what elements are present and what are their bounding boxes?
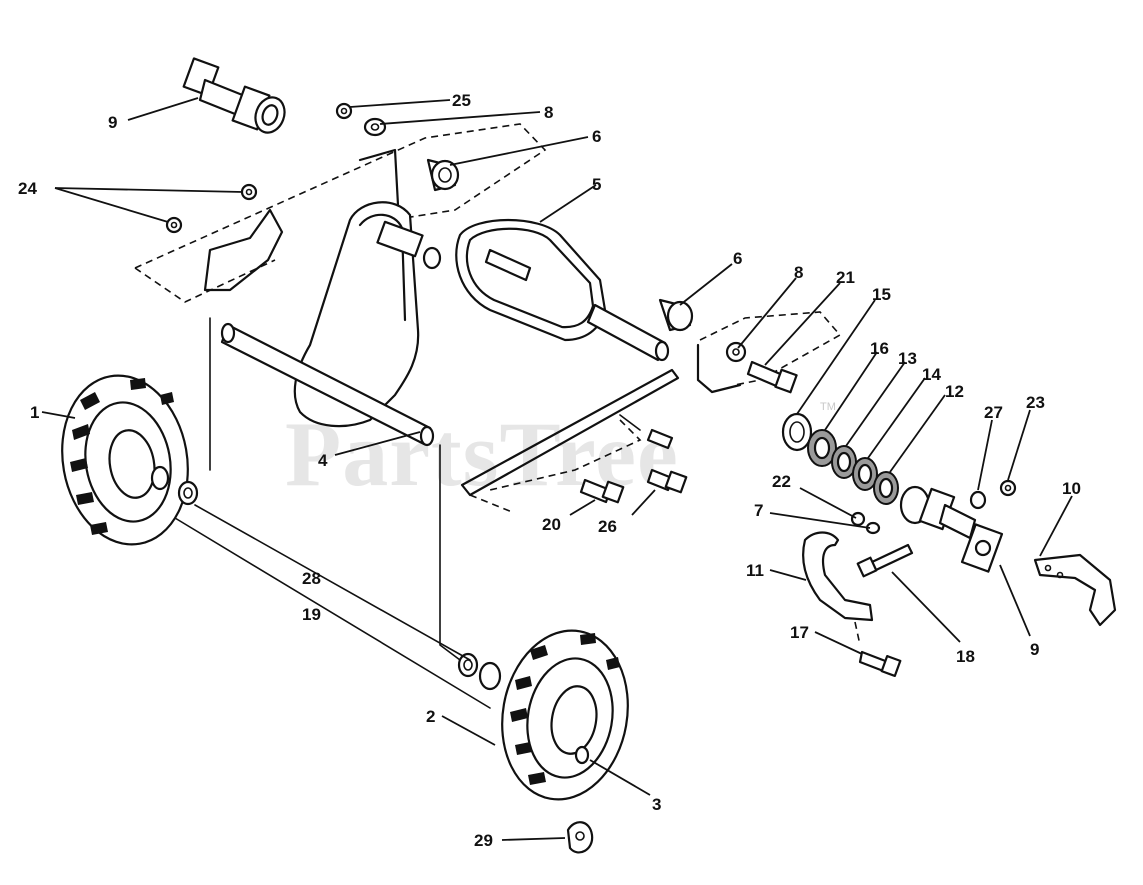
callout-14: 14 (922, 365, 941, 384)
callout-15: 15 (872, 285, 891, 304)
part-4-axle-shaft (220, 322, 435, 447)
callout-11: 11 (746, 561, 764, 580)
part-22-nut (850, 511, 866, 527)
part-1-left-wheel (61, 374, 199, 546)
callout-1: 1 (30, 403, 39, 422)
right-bracket-plate (460, 311, 842, 513)
callout-29: 29 (474, 831, 493, 850)
part-27-washer (969, 490, 987, 510)
part-5-cover (455, 219, 670, 362)
callout-9-lower: 9 (1030, 640, 1039, 659)
callout-28: 28 (302, 569, 321, 588)
part-26-bolt (646, 468, 688, 494)
part-9-upper-shaft (182, 57, 286, 134)
callout-12: 12 (945, 382, 964, 401)
part-9-lower-shaft (899, 485, 1004, 573)
part-17-bolt (858, 650, 902, 678)
part-21-bolt (746, 360, 798, 394)
guide-line-axle-lower (174, 517, 491, 709)
callout-20: 20 (542, 515, 561, 534)
callout-6-lower: 6 (733, 249, 742, 268)
callout-5: 5 (592, 175, 601, 194)
pivot-pin (619, 414, 674, 450)
callout-8-lower: 8 (794, 263, 803, 282)
part-8-washer-upper (363, 117, 387, 137)
part-24-nuts (165, 183, 258, 234)
callout-3: 3 (652, 795, 661, 814)
callout-16: 16 (870, 339, 889, 358)
callout-19: 19 (302, 605, 321, 624)
part-18-bolt (856, 543, 914, 578)
callout-26: 26 (598, 517, 617, 536)
part-6-bushing-upper (426, 158, 460, 192)
part-11-fender (802, 531, 874, 646)
part-20-bolt (579, 478, 625, 504)
callout-9-upper: 9 (108, 113, 117, 132)
part-25-nut (335, 102, 353, 120)
callout-22: 22 (772, 472, 791, 491)
callout-10: 10 (1062, 479, 1081, 498)
callout-27: 27 (984, 403, 1003, 422)
callout-17: 17 (790, 623, 809, 642)
part-23-nut (999, 479, 1017, 497)
part-10-bracket (1033, 553, 1117, 627)
leader-lines (41, 97, 1073, 841)
guide-line-axle-upper (194, 504, 471, 661)
callout-8-upper: 8 (544, 103, 553, 122)
callout-13: 13 (898, 349, 917, 368)
gear-housing (293, 201, 442, 428)
callout-4: 4 (318, 451, 328, 470)
part-29-clip (566, 821, 594, 854)
washer-stack (781, 412, 899, 505)
callout-2: 2 (426, 707, 435, 726)
part-2-right-wheel (457, 629, 629, 801)
callout-6-upper: 6 (592, 127, 601, 146)
callout-21: 21 (836, 268, 855, 287)
watermark-trademark: TM (820, 401, 836, 413)
callout-25: 25 (452, 91, 471, 110)
callout-18: 18 (956, 647, 975, 666)
part-6-bushing-lower (658, 298, 694, 332)
callout-24: 24 (18, 179, 37, 198)
guide-line-center (439, 444, 461, 661)
callout-23: 23 (1026, 393, 1045, 412)
callout-7: 7 (754, 501, 763, 520)
